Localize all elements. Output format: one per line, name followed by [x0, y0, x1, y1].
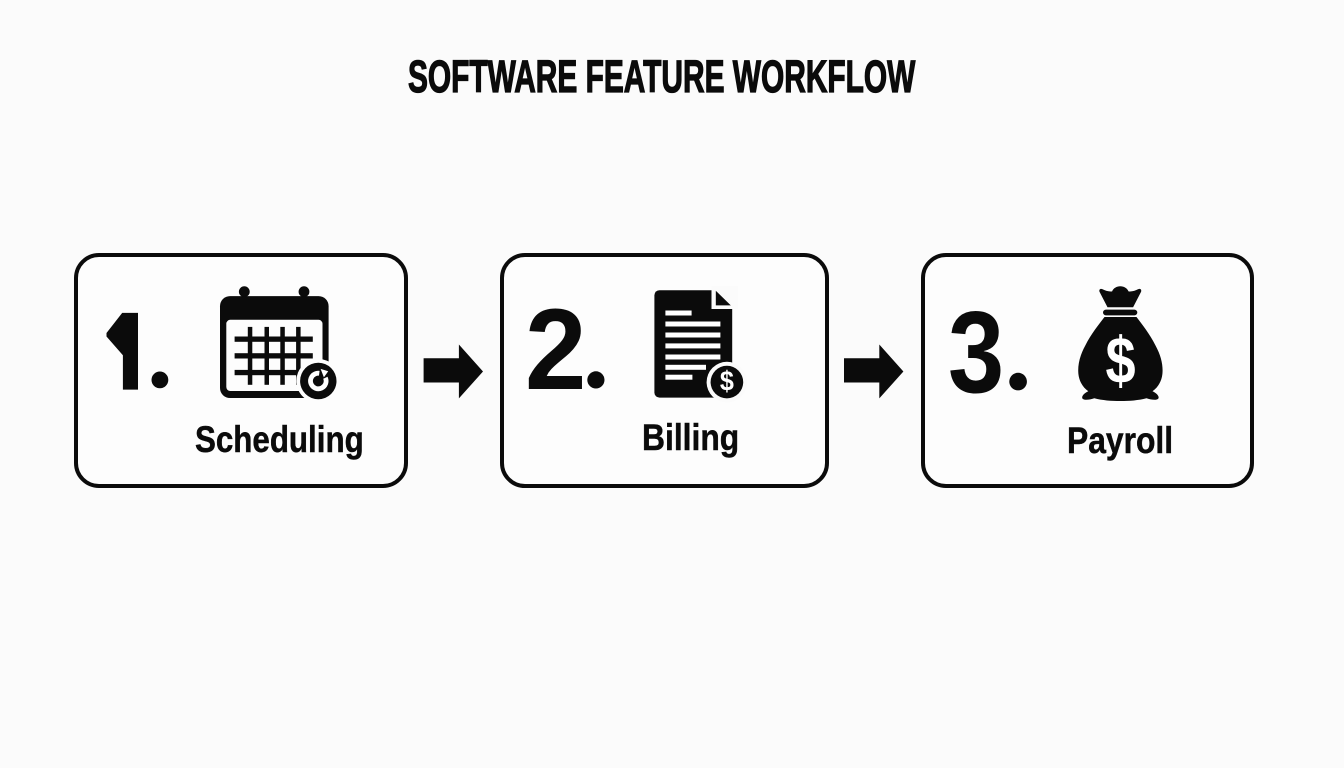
svg-text:$: $: [1105, 323, 1135, 397]
svg-text:$: $: [720, 365, 734, 397]
